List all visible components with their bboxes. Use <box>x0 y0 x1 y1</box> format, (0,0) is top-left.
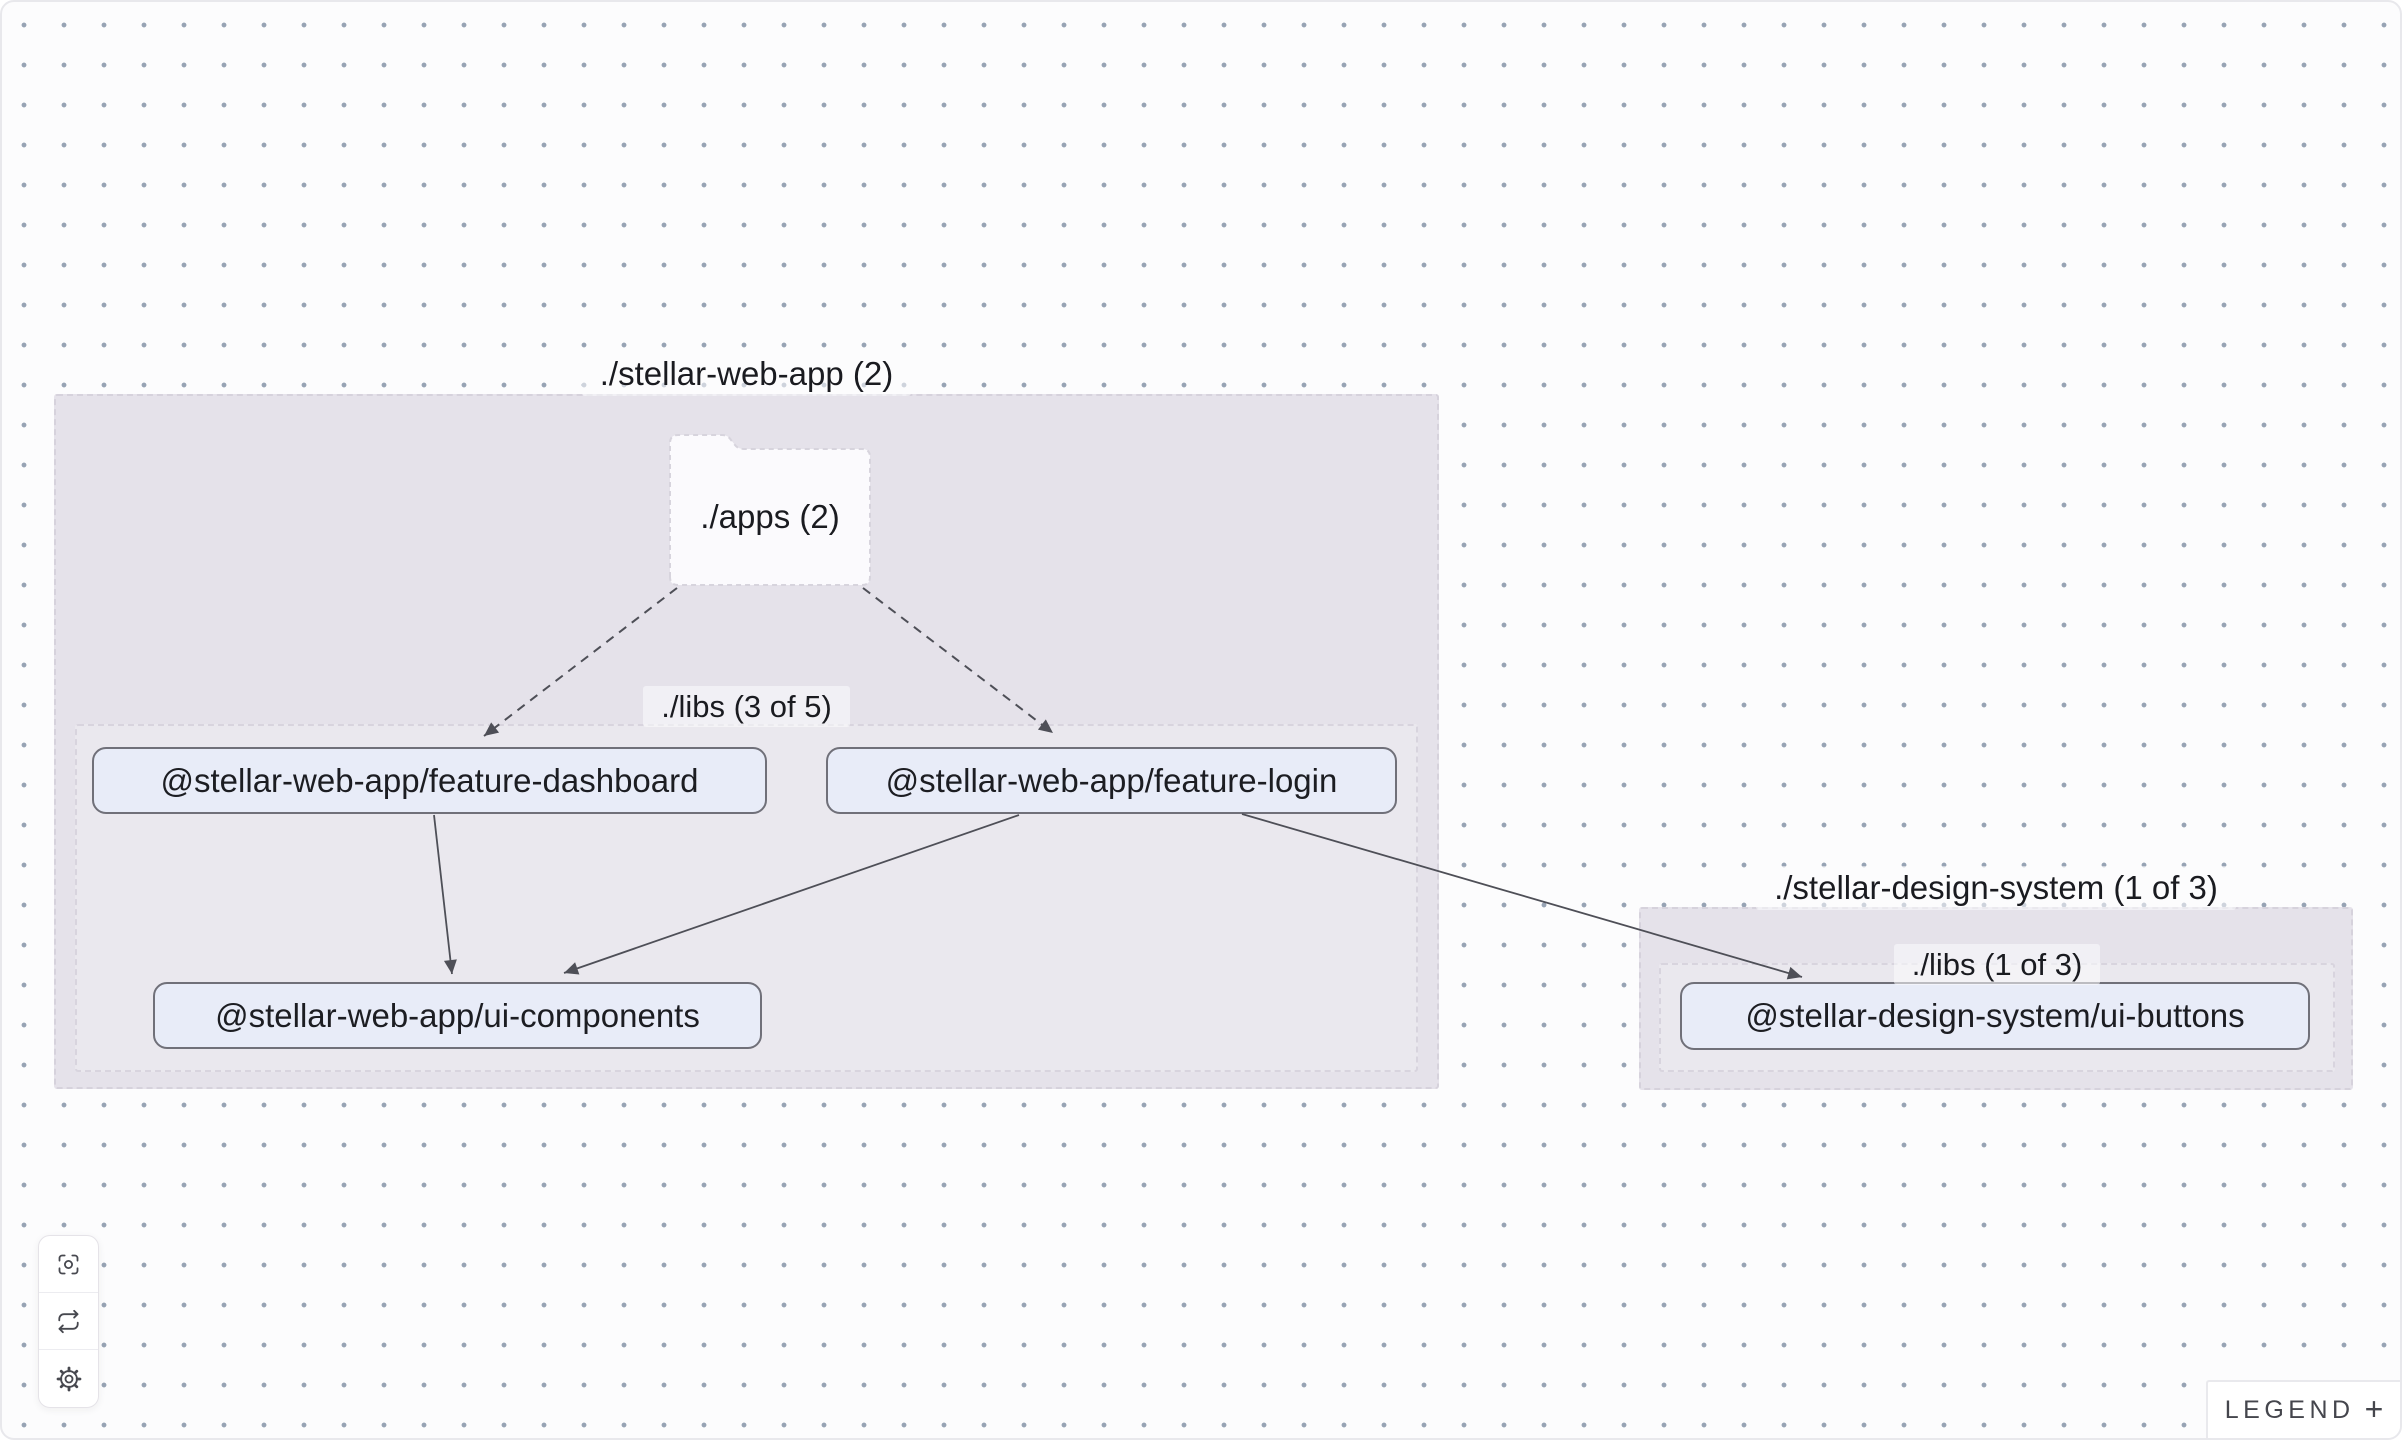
focus-icon <box>58 1254 79 1274</box>
group-label-stellar-design-system: ./stellar-design-system (1 of 3) <box>1639 866 2353 910</box>
folder-icon <box>669 434 871 586</box>
node-label: @stellar-design-system/ui-buttons <box>1745 997 2245 1034</box>
folder-node-apps[interactable]: ./apps (2) <box>668 433 872 587</box>
legend-toggle-button[interactable]: LEGEND + <box>2206 1380 2400 1438</box>
gear-icon <box>56 1366 81 1391</box>
focus-button[interactable] <box>39 1236 98 1293</box>
refresh-icon <box>58 1309 79 1333</box>
node-feature-login[interactable]: @stellar-web-app/feature-login <box>826 747 1397 814</box>
node-label: @stellar-web-app/feature-login <box>885 761 1338 799</box>
refresh-button[interactable] <box>39 1293 98 1350</box>
group-label-stellar-web-app: ./stellar-web-app (2) <box>54 352 1439 396</box>
legend-label: LEGEND <box>2224 1395 2355 1424</box>
settings-button[interactable] <box>39 1350 98 1407</box>
plus-icon: + <box>2364 1391 2384 1427</box>
node-ui-components[interactable]: @stellar-web-app/ui-components <box>153 982 762 1049</box>
group-label-design-system-libs: ./libs (1 of 3) <box>1659 944 2335 986</box>
node-ui-buttons[interactable]: @stellar-design-system/ui-buttons <box>1680 982 2310 1050</box>
node-label: @stellar-web-app/ui-components <box>215 996 700 1034</box>
node-feature-dashboard[interactable]: @stellar-web-app/feature-dashboard <box>92 747 767 814</box>
graph-controls-toolbar <box>38 1235 99 1408</box>
folder-node-label: ./apps (2) <box>700 498 840 535</box>
group-label-web-app-libs: ./libs (3 of 5) <box>75 686 1418 728</box>
node-label: @stellar-web-app/feature-dashboard <box>160 761 699 799</box>
